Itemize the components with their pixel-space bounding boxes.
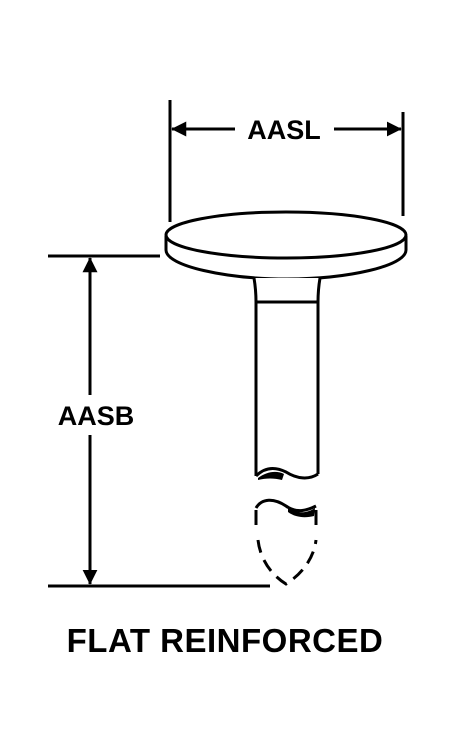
- fastener-point: [254, 498, 318, 586]
- aasb-label: AASB: [58, 401, 135, 431]
- aasl-label: AASL: [247, 115, 321, 145]
- fastener-shank: [254, 300, 320, 480]
- caption-flat-reinforced: FLAT REINFORCED: [66, 622, 384, 659]
- fastener-fillet: [252, 277, 322, 304]
- fastener-head: [164, 210, 408, 281]
